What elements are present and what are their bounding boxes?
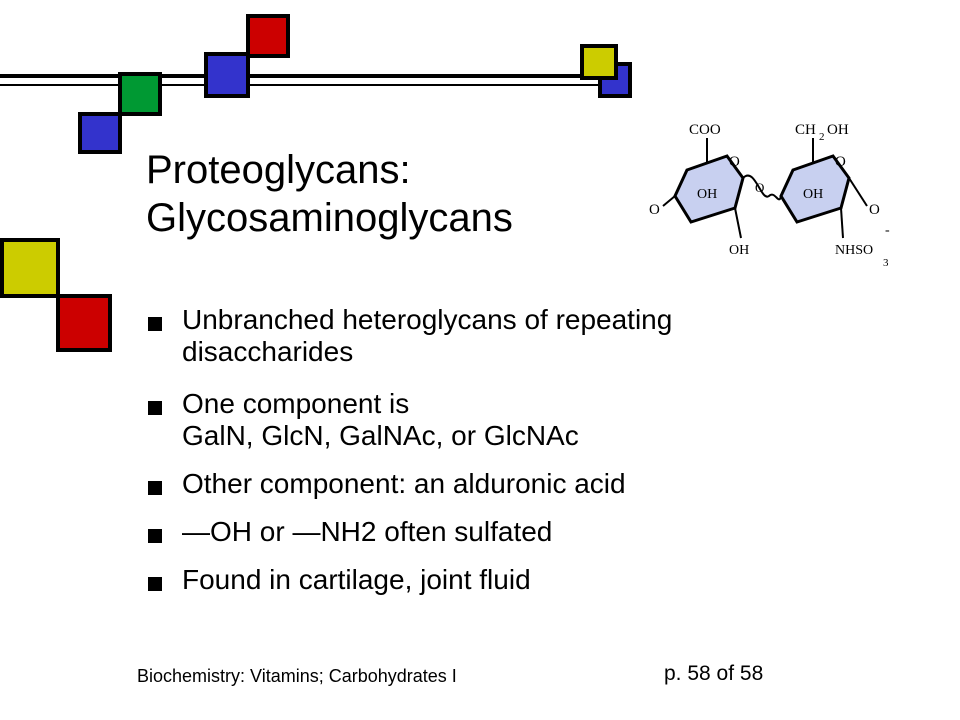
label-left-o: O [649, 202, 660, 218]
decor-square-blue-left [78, 112, 122, 154]
bullet-square-icon [148, 529, 162, 543]
decor-square-red-left [56, 294, 112, 352]
bullet-item: Other component: an alduronic acid [148, 468, 868, 500]
label-coo: COO [689, 122, 721, 138]
label-ring2-oh: OH [803, 187, 823, 202]
bullet-square-icon [148, 481, 162, 495]
bullet-square-icon [148, 317, 162, 331]
label-nhso: NHSO [835, 243, 873, 258]
top-rule-line [0, 74, 626, 78]
decor-square-blue-top [204, 52, 250, 98]
top-rule-line-thin [0, 84, 626, 86]
label-ring1-o: O [729, 154, 740, 170]
label-link-o: O [755, 180, 764, 195]
label-minus: - [885, 223, 890, 238]
label-right-o: O [869, 202, 880, 218]
label-ring2-o: O [835, 154, 846, 170]
footer-course-title: Biochemistry: Vitamins; Carbohydrates I [137, 666, 457, 686]
bullet-1-line-1: Unbranched heteroglycans of repeating [182, 304, 673, 335]
bullet-item: Unbranched heteroglycans of repeating di… [148, 304, 868, 368]
slide-title: Proteoglycans: Glycosaminoglycans [146, 146, 646, 242]
decor-square-yellow-right [580, 44, 618, 80]
bullet-4-line-1: —OH or —NH2 often sulfated [182, 516, 553, 547]
bullet-2-line-2: GalN, GlcN, GalNAc, or GlcNAc [182, 420, 579, 451]
label-ch2oh-ch: CH [795, 122, 816, 138]
bullet-square-icon [148, 401, 162, 415]
label-nhso-sub: 3 [883, 257, 889, 269]
label-bottom-oh: OH [729, 243, 749, 258]
bullet-list: Unbranched heteroglycans of repeating di… [148, 304, 868, 596]
bullet-item: Found in cartilage, joint fluid [148, 564, 868, 596]
footer-page-number: p. 58 of 58 [664, 662, 764, 685]
glycosaminoglycan-structure-diagram: COO CH 2 OH O O OH OH O O O OH NHSO 3 - [649, 122, 890, 269]
bullet-item: —OH or —NH2 often sulfated [148, 516, 868, 548]
bullet-5-line-1: Found in cartilage, joint fluid [182, 564, 531, 595]
title-line-2: Glycosaminoglycans [146, 196, 513, 240]
bullet-square-icon [148, 577, 162, 591]
title-line-1: Proteoglycans: [146, 148, 411, 192]
bullet-2-line-1: One component is [182, 388, 410, 419]
decor-square-green [118, 72, 162, 116]
bullet-3-line-1: Other component: an alduronic acid [182, 468, 626, 499]
bullet-1-line-2: disaccharides [182, 336, 354, 367]
label-ch2oh-sub: 2 [819, 131, 825, 143]
decor-square-yellow-left [0, 238, 60, 298]
label-ch2oh-oh: OH [827, 122, 849, 138]
decor-square-red-top [246, 14, 290, 58]
label-ring1-oh: OH [697, 187, 717, 202]
bullet-item: One component is GalN, GlcN, GalNAc, or … [148, 388, 868, 452]
